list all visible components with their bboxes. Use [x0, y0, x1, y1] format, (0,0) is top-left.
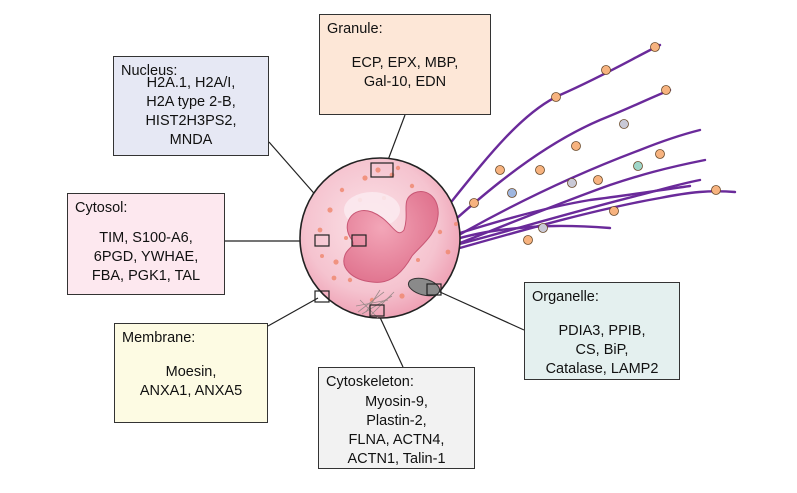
cytoskeleton-protein-line: Plastin-2,	[366, 413, 427, 429]
nucleus-proteins: H2A.1, H2A/I, H2A type 2-B, HIST2H3PS2, …	[114, 74, 268, 150]
marker-cytoskeleton	[369, 304, 385, 317]
leader-membrane	[267, 297, 319, 327]
fiber-beads	[469, 42, 721, 245]
cytoskeleton-proteins: Myosin-9, Plastin-2, FLNA, ACTN4, ACTN1,…	[319, 393, 474, 469]
granule-protein-line: ECP, EPX, MBP,	[351, 55, 459, 71]
granule-proteins: ECP, EPX, MBP, Gal-10, EDN	[320, 54, 490, 92]
membrane-proteins: Moesin, ANXA1, ANXA5	[115, 363, 267, 401]
leader-cytoskeleton	[377, 312, 404, 368]
granule-box: Granule: ECP, EPX, MBP, Gal-10, EDN	[319, 14, 491, 115]
cytosol-proteins: TIM, S100-A6, 6PGD, YWHAE, FBA, PGK1, TA…	[68, 229, 224, 286]
organelle-protein-line: Catalase, LAMP2	[545, 361, 659, 377]
nucleus-protein-line: HIST2H3PS2,	[145, 113, 237, 129]
membrane-box: Membrane: Moesin, ANXA1, ANXA5	[114, 323, 268, 423]
marker-cytosol	[314, 234, 330, 247]
cytosol-protein-line: TIM, S100-A6,	[99, 230, 193, 246]
organelle-box: Organelle: PDIA3, PPIB, CS, BiP, Catalas…	[524, 282, 680, 380]
organelle-shape	[407, 277, 441, 297]
marker-organelle	[426, 283, 442, 296]
cytosol-protein-line: 6PGD, YWHAE,	[93, 249, 199, 265]
membrane-title: Membrane:	[122, 330, 196, 346]
membrane-protein-line: Moesin,	[165, 364, 217, 380]
organelle-protein-line: PDIA3, PPIB,	[558, 323, 646, 339]
nucleus-lobes	[343, 191, 439, 283]
nucleus-protein-line: H2A.1, H2A/I,	[146, 75, 236, 91]
organelle-title: Organelle:	[532, 289, 599, 305]
cytosol-title: Cytosol:	[75, 200, 128, 216]
organelle-proteins: PDIA3, PPIB, CS, BiP, Catalase, LAMP2	[525, 322, 679, 379]
nucleus-protein-line: MNDA	[169, 132, 213, 148]
marker-granule	[370, 162, 394, 178]
cytosol-protein-line: FBA, PGK1, TAL	[91, 268, 201, 284]
organelle-protein-line: CS, BiP,	[575, 342, 629, 358]
nucleus-title: Nucleus:	[121, 63, 178, 79]
leader-organelle	[439, 291, 525, 331]
cytoskeleton-protein-line: FLNA, ACTN4,	[348, 432, 445, 448]
cytoskeleton-title: Cytoskeleton:	[326, 374, 414, 390]
granule-protein-line: Gal-10, EDN	[363, 74, 447, 90]
granule-title: Granule:	[327, 21, 383, 37]
region-markers	[314, 162, 442, 317]
marker-nucleus	[351, 234, 367, 247]
cytosol-box: Cytosol: TIM, S100-A6, 6PGD, YWHAE, FBA,…	[67, 193, 225, 295]
cytoskeleton-filaments	[355, 289, 395, 319]
eosinophil-cell	[299, 157, 461, 319]
cytoskeleton-protein-line: ACTN1, Talin-1	[347, 451, 446, 467]
nucleus-protein-line: H2A type 2-B,	[146, 94, 236, 110]
membrane-protein-line: ANXA1, ANXA5	[139, 383, 243, 399]
marker-membrane	[314, 290, 330, 303]
nucleus-box: Nucleus: H2A.1, H2A/I, H2A type 2-B, HIS…	[113, 56, 269, 156]
cytoskeleton-protein-line: Myosin-9,	[365, 394, 428, 410]
cytoskeleton-box: Cytoskeleton: Myosin-9, Plastin-2, FLNA,…	[318, 367, 475, 469]
